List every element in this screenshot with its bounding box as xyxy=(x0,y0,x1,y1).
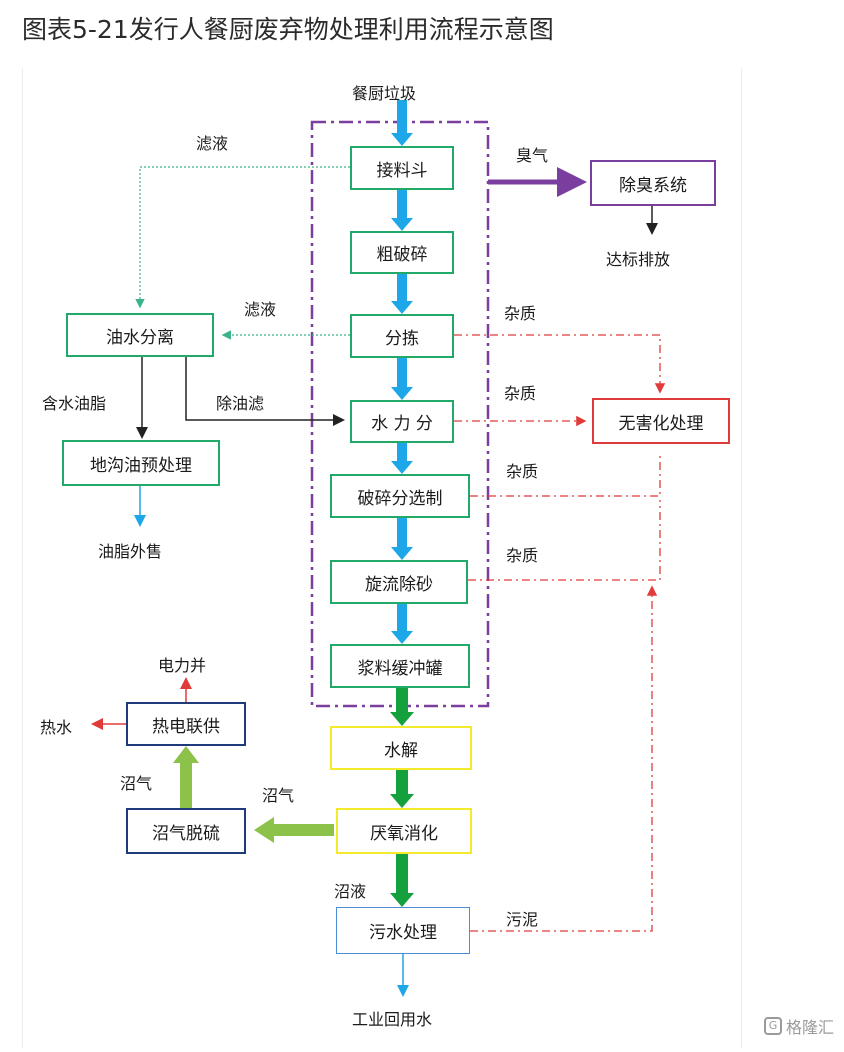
gutter-oil-box: 地沟油预处理 xyxy=(62,440,220,486)
label-filtrate-2: 滤液 xyxy=(244,300,277,319)
watermark: G 格隆汇 xyxy=(763,1014,834,1038)
power-label: 电力并 xyxy=(158,656,207,675)
arrow-biogas-to-desulf xyxy=(254,817,334,843)
main-flow-arrows-green xyxy=(390,688,414,907)
oil-water-sep-box: 油水分离 xyxy=(66,313,214,357)
figure-title: 图表5-21发行人餐厨废弃物处理利用流程示意图 xyxy=(22,15,554,44)
fine-crush-box: 破碎分选制 xyxy=(330,474,470,518)
watermark-text: 格隆汇 xyxy=(785,1018,834,1037)
label-impurity-1: 杂质 xyxy=(504,304,537,323)
impurity-lines xyxy=(454,334,666,932)
label-biogas-1: 沼气 xyxy=(262,786,295,805)
hydraulic-sep-box: 水 力 分 xyxy=(350,400,454,443)
label-impurity-4: 杂质 xyxy=(506,546,539,565)
reuse-water-label: 工业回用水 xyxy=(352,1010,433,1029)
label-filtrate-1: 滤液 xyxy=(196,134,229,153)
label-oily-water: 含水油脂 xyxy=(42,394,107,413)
chp-box: 热电联供 xyxy=(126,702,246,746)
filtrate-line-1 xyxy=(135,166,350,309)
label-odor: 臭气 xyxy=(516,146,549,165)
grit-removal-box: 旋流除砂 xyxy=(330,560,468,604)
arrow-deoiled-to-hydro xyxy=(185,357,345,426)
anaerobic-box: 厌氧消化 xyxy=(336,808,472,854)
label-deoiled: 除油滤 xyxy=(216,394,265,413)
buffer-tank-box: 浆料缓冲罐 xyxy=(330,644,470,688)
discharge-label: 达标排放 xyxy=(606,250,671,269)
sorting-box: 分拣 xyxy=(350,314,454,358)
coarse-crush-box: 粗破碎 xyxy=(350,231,454,274)
harmless-box: 无害化处理 xyxy=(592,398,730,444)
deodor-box: 除臭系统 xyxy=(590,160,716,206)
desulf-box: 沼气脱硫 xyxy=(126,808,246,854)
watermark-logo-icon: G xyxy=(763,1017,782,1035)
input-label: 餐厨垃圾 xyxy=(352,84,417,103)
sewage-box: 污水处理 xyxy=(336,907,470,954)
hotwater-label: 热水 xyxy=(40,718,73,737)
main-flow-arrows-blue xyxy=(391,100,413,644)
label-impurity-3: 杂质 xyxy=(506,462,539,481)
hopper-box: 接料斗 xyxy=(350,146,454,190)
label-impurity-2: 杂质 xyxy=(504,384,537,403)
label-biogas-2: 沼气 xyxy=(120,774,153,793)
label-sludge: 污泥 xyxy=(506,910,539,929)
label-digestate: 沼液 xyxy=(334,882,367,901)
oil-sale-label: 油脂外售 xyxy=(98,542,163,561)
hydrolysis-box: 水解 xyxy=(330,726,472,770)
arrow-biogas-to-chp xyxy=(173,746,199,808)
